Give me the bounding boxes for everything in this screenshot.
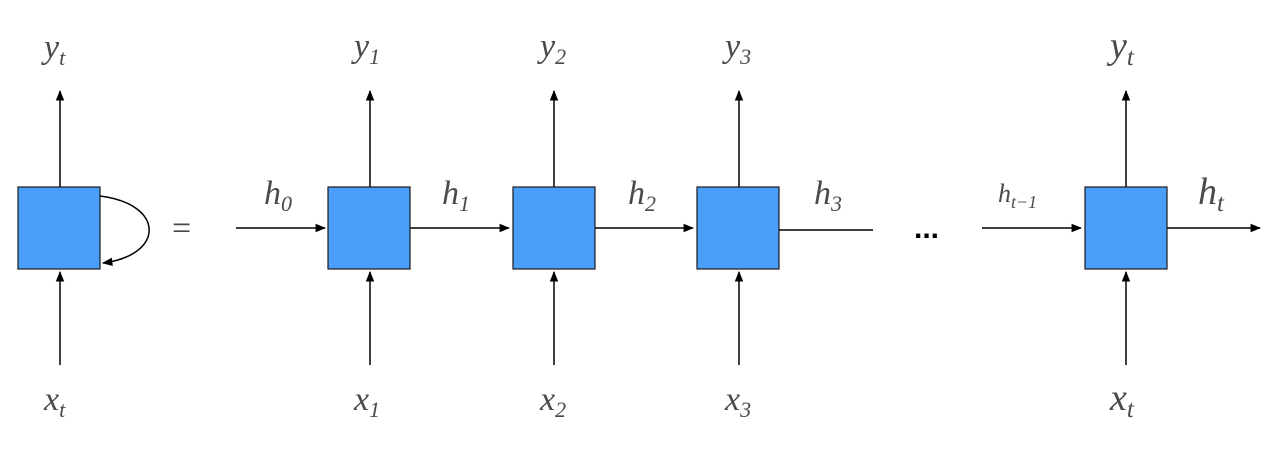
rnn-cell-3 [696,186,780,270]
hidden-label-h2: h2 [628,175,656,216]
input-label-t: xt [1109,377,1135,423]
rnn-cell-2 [512,186,596,270]
hidden-label-h-t: ht [1198,171,1225,217]
hidden-label-h3: h3 [814,175,842,216]
output-label-2: y2 [537,28,566,69]
hidden-label-h1: h1 [442,175,470,216]
unrolled-cell-t: yt xt [1084,25,1168,423]
folded-input-label: xt [43,381,66,422]
recurrent-loop-arrow [99,195,150,266]
output-label-t: yt [1106,25,1135,71]
folded-rnn: yt xt [17,29,150,422]
unrolled-cell-3: y3 x3 [696,28,780,422]
unrolled-cell-1: y1 x1 [327,28,411,422]
ellipsis: ... [914,212,939,245]
hidden-state-labels: h0 h1 h2 h3 ht−1 ht [264,171,1225,217]
input-label-3: x3 [724,381,751,422]
rnn-cell-1 [327,186,411,270]
folded-cell [17,186,101,270]
input-label-1: x1 [353,381,380,422]
folded-output-label: yt [41,29,66,70]
hidden-state-connections [236,223,1262,233]
input-label-2: x2 [539,381,566,422]
hidden-label-h-t-minus-1: ht−1 [998,179,1037,212]
hidden-label-h0: h0 [264,175,292,216]
rnn-cell-t [1084,186,1168,270]
unrolled-cell-2: y2 x2 [512,28,596,422]
output-label-3: y3 [722,28,751,69]
equals-sign: = [172,210,191,247]
output-label-1: y1 [351,28,380,69]
